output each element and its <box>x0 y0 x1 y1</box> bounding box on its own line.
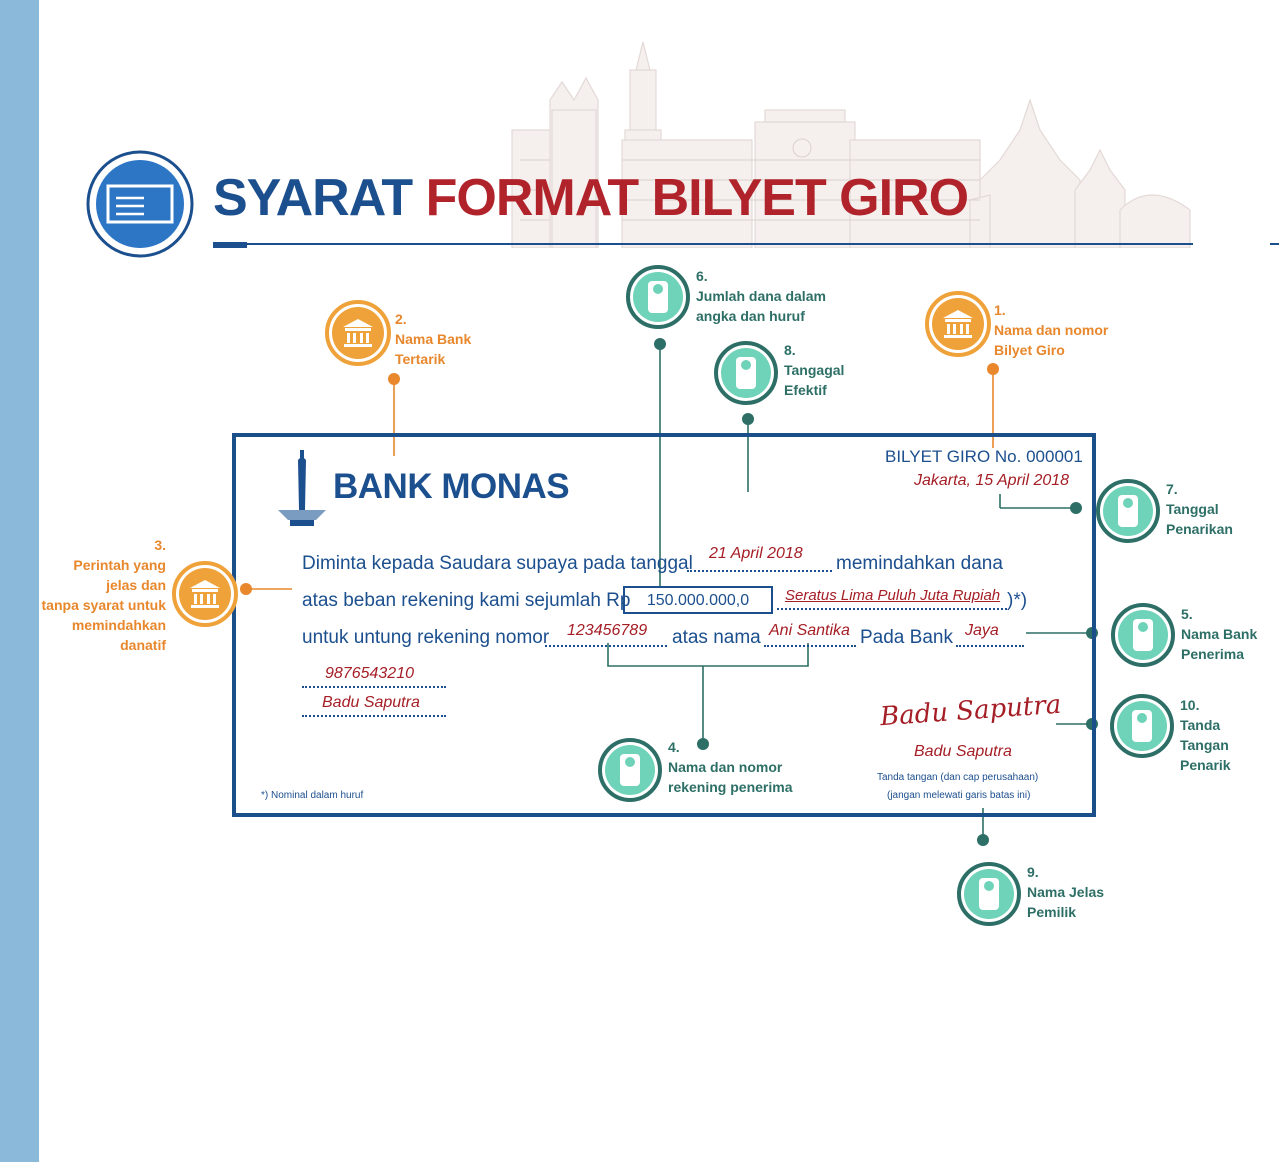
cheque-icon <box>86 150 194 258</box>
title-part-1: SYARAT <box>213 169 413 227</box>
giro-number: BILYET GIRO No. 000001 <box>885 447 1083 466</box>
side-bar <box>0 0 39 1162</box>
owner-account-field <box>302 686 446 688</box>
bank-name: BANK MONAS <box>333 467 570 506</box>
person-icon <box>1110 694 1174 758</box>
line3-bank-label: Pada Bank <box>860 627 953 648</box>
effective-date-field <box>687 570 832 572</box>
owner-name-field <box>302 715 446 717</box>
skyline-illustration <box>511 41 1191 248</box>
cheque <box>232 433 1096 817</box>
account-number-field <box>545 645 667 647</box>
title-underline-accent <box>213 242 247 248</box>
bank-receiver-field <box>956 645 1024 647</box>
amount-words-value: Seratus Lima Puluh Juta Rupiah <box>785 587 1001 604</box>
callout-3: 3. Perintah yang jelas dan tanpa syarat … <box>41 537 166 653</box>
line2-suffix: )*) <box>1007 590 1028 611</box>
account-number-value: 123456789 <box>567 622 648 639</box>
account-name-field <box>764 645 856 647</box>
callout-4: 4. Nama dan nomor rekening penerima <box>668 739 793 795</box>
bank-building-icon <box>325 300 391 366</box>
line3-prefix: untuk untung rekening nomor <box>302 627 550 648</box>
sign-note-2: (jangan melewati garis batas ini) <box>887 790 1031 801</box>
person-icon <box>1111 603 1175 667</box>
callout-1: 1. Nama dan nomor Bilyet Giro <box>994 302 1109 358</box>
callout-2: 2. Nama Bank Tertarik <box>395 311 472 367</box>
effective-date-value: 21 April 2018 <box>709 545 803 562</box>
bank-building-icon <box>172 561 238 627</box>
line1-prefix: Diminta kepada Saudara supaya pada tangg… <box>302 553 693 574</box>
monas-monument-icon <box>278 450 326 526</box>
callout-7: 7. Tanggal Penarikan <box>1166 481 1233 537</box>
person-icon <box>626 265 690 329</box>
line2-prefix: atas beban rekening kami sejumlah Rp <box>302 590 631 611</box>
line1-suffix: memindahkan dana <box>836 553 1003 574</box>
callout-9: 9. Nama Jelas Pemilik <box>1027 864 1105 920</box>
bank-building-icon <box>925 291 991 357</box>
account-name-value: Ani Santika <box>769 622 850 639</box>
bank-receiver-value: Jaya <box>965 622 999 639</box>
person-icon <box>1096 479 1160 543</box>
footnote: *) Nominal dalam huruf <box>261 790 364 801</box>
owner-name-value: Badu Saputra <box>322 694 420 711</box>
title-underline-stub <box>1270 243 1279 245</box>
page-title: SYARAT FORMAT BILYET GIRO <box>213 168 969 228</box>
title-underline <box>213 243 1193 245</box>
place-date: Jakarta, 15 April 2018 <box>914 472 1070 489</box>
callout-10: 10. Tanda Tangan Penarik <box>1180 697 1231 773</box>
line3-middle: atas nama <box>672 627 761 648</box>
person-icon <box>714 341 778 405</box>
person-icon <box>598 738 662 802</box>
callout-8: 8. Tangagal Efektif <box>784 342 845 398</box>
sign-note-1: Tanda tangan (dan cap perusahaan) <box>877 772 1039 783</box>
person-icon <box>957 862 1021 926</box>
amount-words-field <box>777 608 1007 610</box>
signer-name: Badu Saputra <box>914 743 1012 760</box>
owner-account-value: 9876543210 <box>325 665 414 682</box>
title-part-2: FORMAT BILYET GIRO <box>425 169 969 227</box>
callout-5: 5. Nama Bank Penerima <box>1181 606 1258 662</box>
callout-6: 6. Jumlah dana dalam angka dan huruf <box>696 268 826 324</box>
amount-box: 150.000.000,0 <box>623 586 773 614</box>
